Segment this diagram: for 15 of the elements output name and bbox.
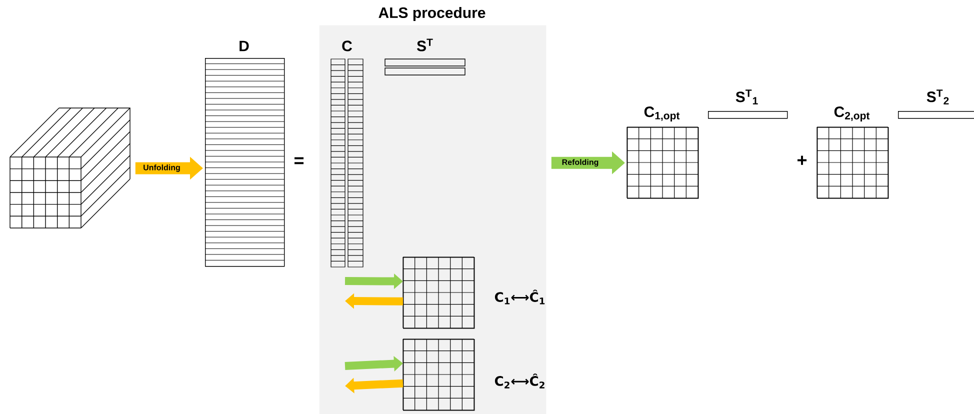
matrix-label: C$_{2,opt}$ <box>834 106 870 122</box>
cube-drawing <box>10 108 130 228</box>
operator-sign: + <box>798 156 807 165</box>
matrix-label: C$_{1}$⟷Ĉ$_{1}$ <box>494 290 545 304</box>
operator-sign: = <box>294 157 304 164</box>
edge-label: Unfolding <box>142 163 182 173</box>
matrix-label: S$^{T}$1 <box>736 90 758 104</box>
matrix-label: ALS procedure <box>378 7 486 21</box>
matrix-label: C$_{1,opt}$ <box>644 106 680 122</box>
matrix-label: C$_{2}$⟷Ĉ$_{2}$ <box>494 374 544 388</box>
matrix-label: S$^{T}$2 <box>926 90 949 104</box>
matrix-label: C <box>342 40 352 52</box>
edge-label: Refolding <box>560 158 600 168</box>
matrix-label: D <box>240 40 249 52</box>
matrix-label: S$^{T}$ <box>417 38 433 52</box>
